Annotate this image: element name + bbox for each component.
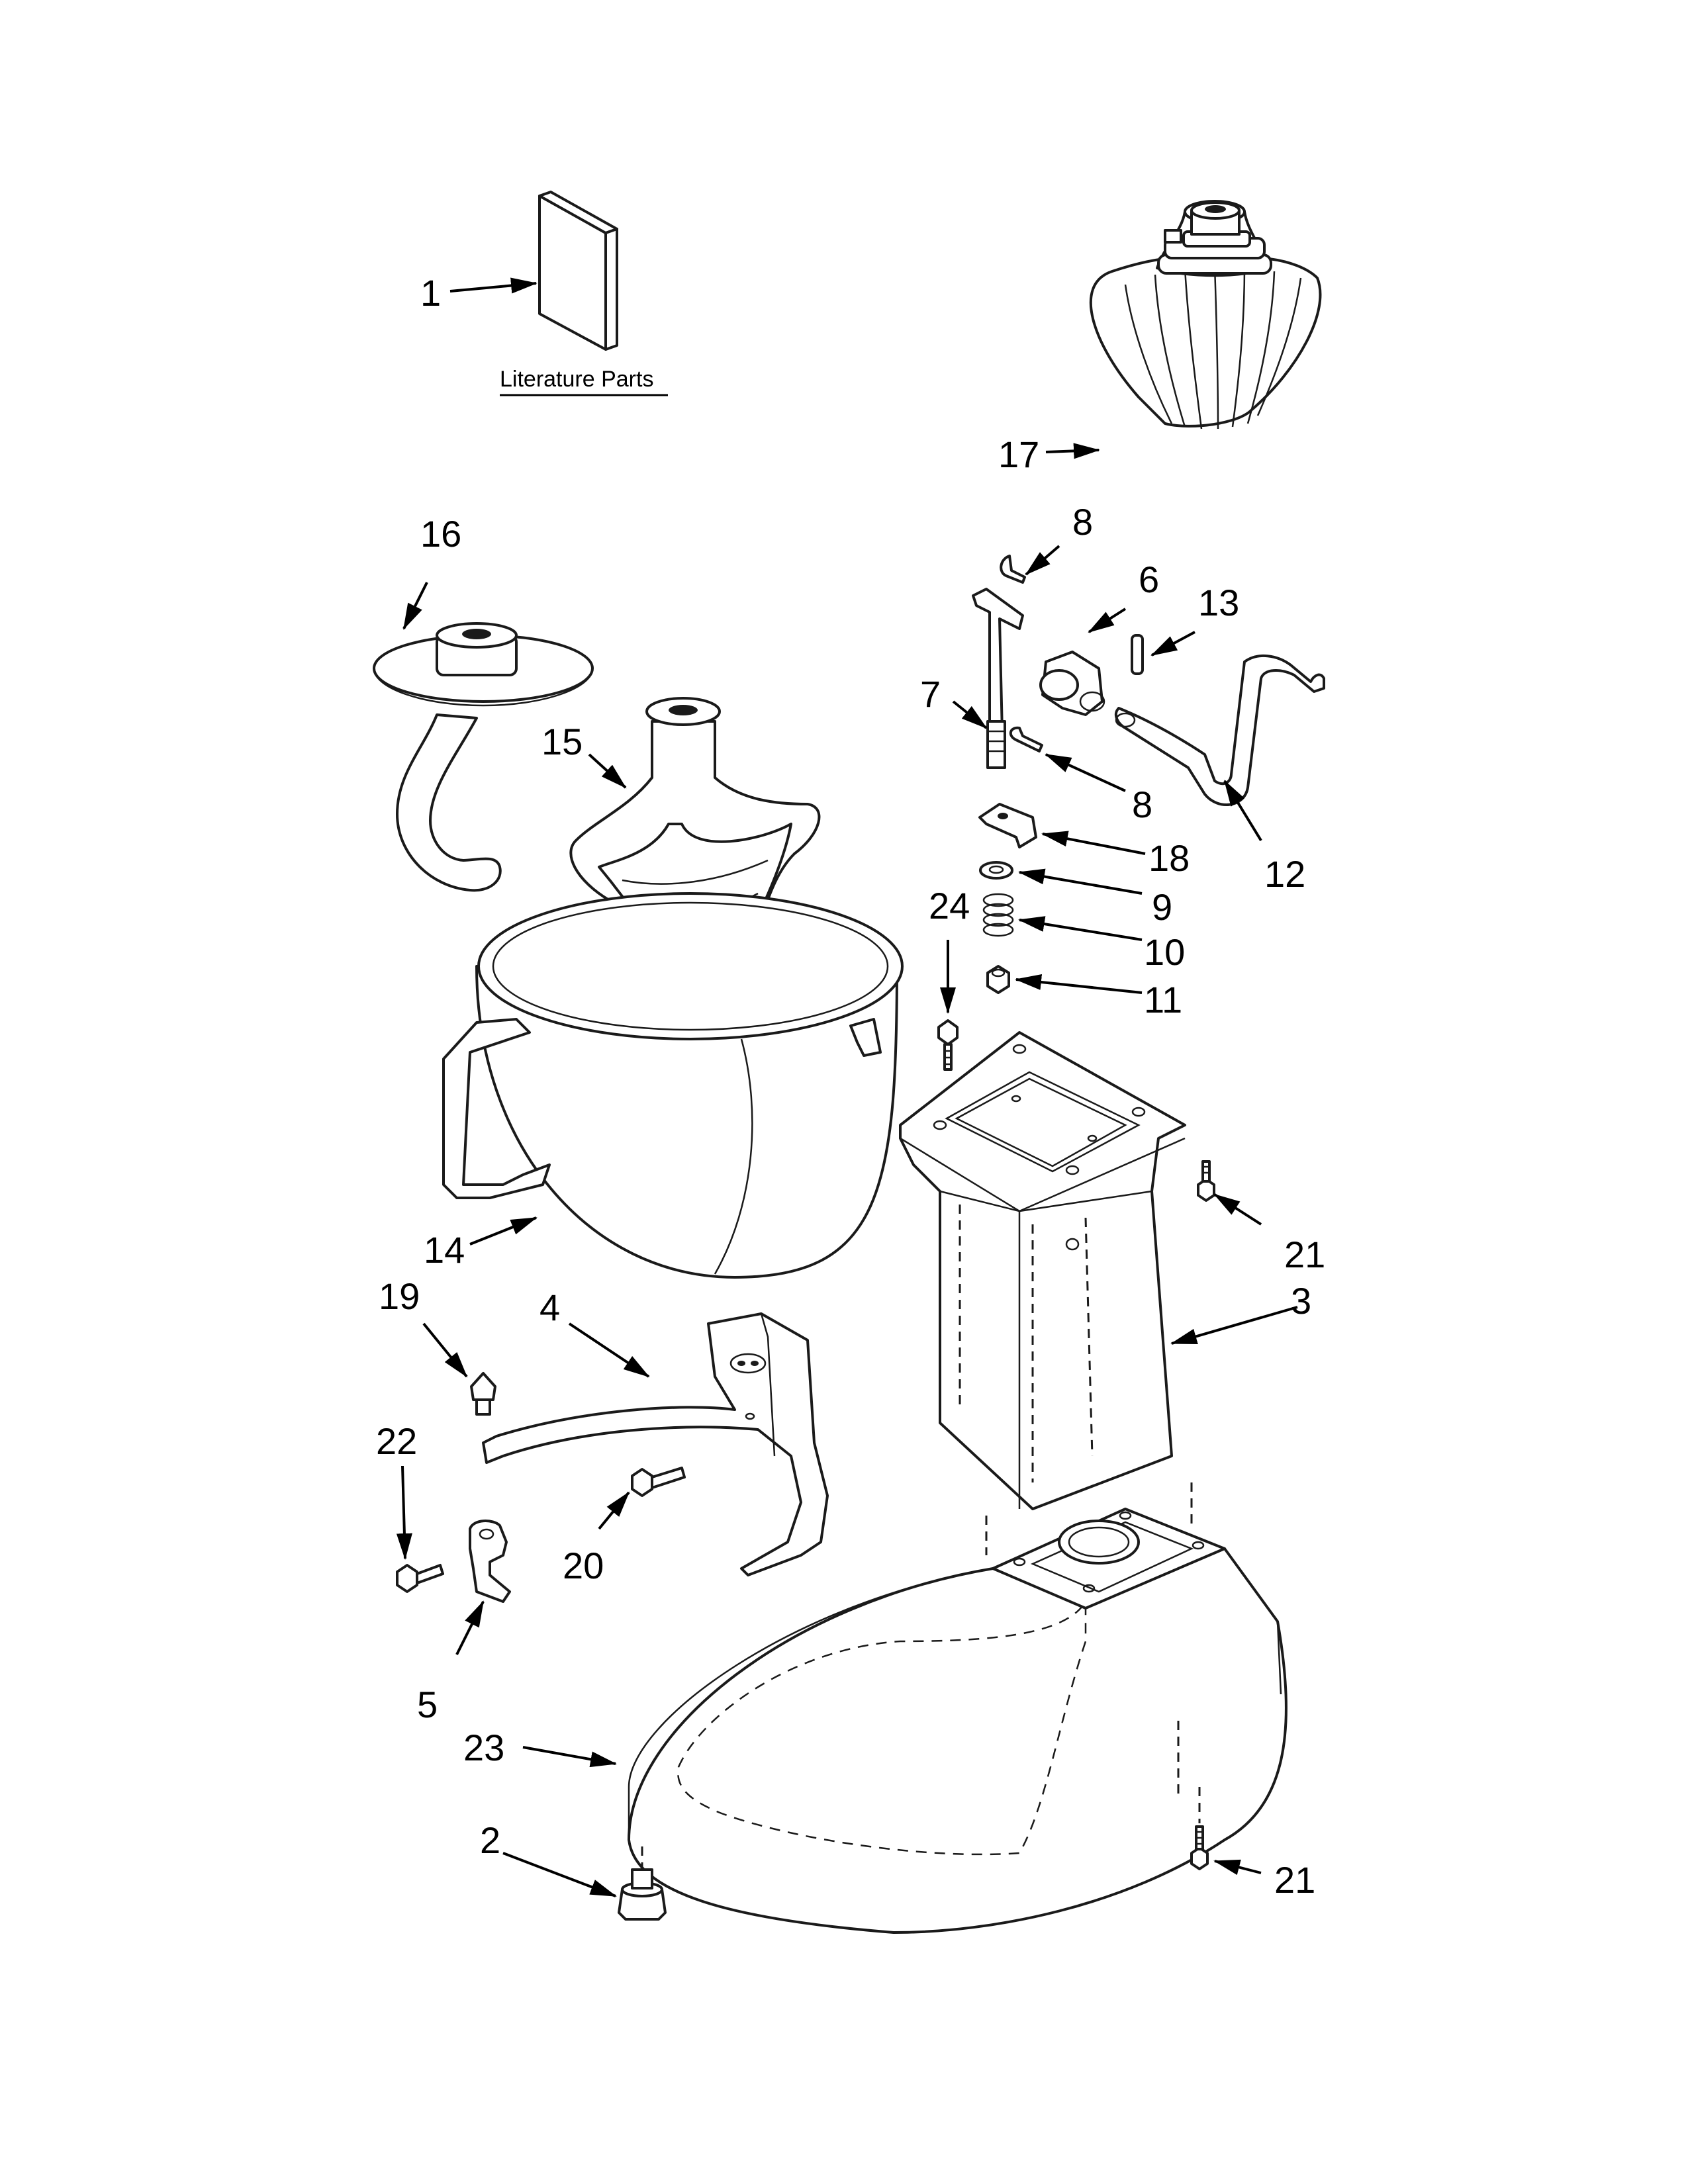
callout-5: 5 — [417, 1684, 438, 1725]
callout-3: 3 — [1291, 1280, 1311, 1322]
washer — [979, 861, 1013, 880]
screw-20 — [631, 1467, 686, 1497]
hex-nut — [986, 965, 1010, 994]
spring — [982, 893, 1014, 937]
stop-bracket — [978, 803, 1037, 848]
callout-9: 9 — [1152, 886, 1172, 928]
callout-16: 16 — [420, 513, 461, 555]
screw-24 — [937, 1019, 959, 1071]
bowl-support — [482, 1312, 829, 1576]
pivot-bracket — [1039, 651, 1105, 716]
callout-4: 4 — [539, 1287, 560, 1328]
leader-lines — [396, 277, 1298, 1897]
clamp-plate — [469, 1520, 511, 1603]
cotter-pin-top — [1000, 555, 1026, 584]
mixer-base — [628, 1482, 1288, 1934]
cotter-pin-lower — [1009, 726, 1043, 752]
lift-pin — [972, 588, 1024, 769]
callout-numbers: 1 17 16 8 6 13 7 8 12 15 18 9 10 11 24 1… — [376, 272, 1325, 1901]
callout-24: 24 — [929, 885, 970, 927]
callout-18: 18 — [1149, 837, 1190, 879]
literature-label: Literature Parts — [500, 367, 653, 392]
callout-21-lower: 21 — [1274, 1859, 1315, 1901]
wire-whip — [1089, 200, 1322, 430]
callout-8-top: 8 — [1072, 501, 1093, 543]
callout-2: 2 — [480, 1819, 500, 1861]
callout-1: 1 — [420, 272, 441, 314]
callout-17: 17 — [998, 433, 1039, 475]
callout-10: 10 — [1144, 931, 1185, 973]
screw-22 — [396, 1564, 444, 1593]
callout-12: 12 — [1264, 853, 1305, 895]
callout-21-upper: 21 — [1284, 1234, 1325, 1275]
callout-22: 22 — [376, 1420, 417, 1462]
bumper — [470, 1372, 496, 1416]
callout-19: 19 — [379, 1275, 420, 1317]
callout-6: 6 — [1139, 559, 1159, 600]
callout-13: 13 — [1198, 582, 1239, 623]
rubber-foot — [618, 1846, 667, 1921]
dough-hook — [373, 622, 594, 892]
literature-booklet — [538, 191, 618, 351]
mixing-bowl — [442, 892, 904, 1279]
pedestal-column — [899, 1031, 1186, 1510]
callout-8-lower: 8 — [1132, 784, 1152, 825]
roll-pin — [1131, 634, 1144, 675]
callout-23: 23 — [463, 1727, 504, 1768]
callout-7: 7 — [920, 673, 941, 715]
callout-11: 11 — [1144, 979, 1182, 1021]
callout-15: 15 — [541, 721, 583, 762]
screw-21-upper — [1197, 1160, 1215, 1202]
crank-handle — [1114, 654, 1325, 806]
screw-21-lower — [1190, 1787, 1209, 1870]
callout-20: 20 — [563, 1545, 604, 1586]
callout-14: 14 — [424, 1229, 465, 1271]
